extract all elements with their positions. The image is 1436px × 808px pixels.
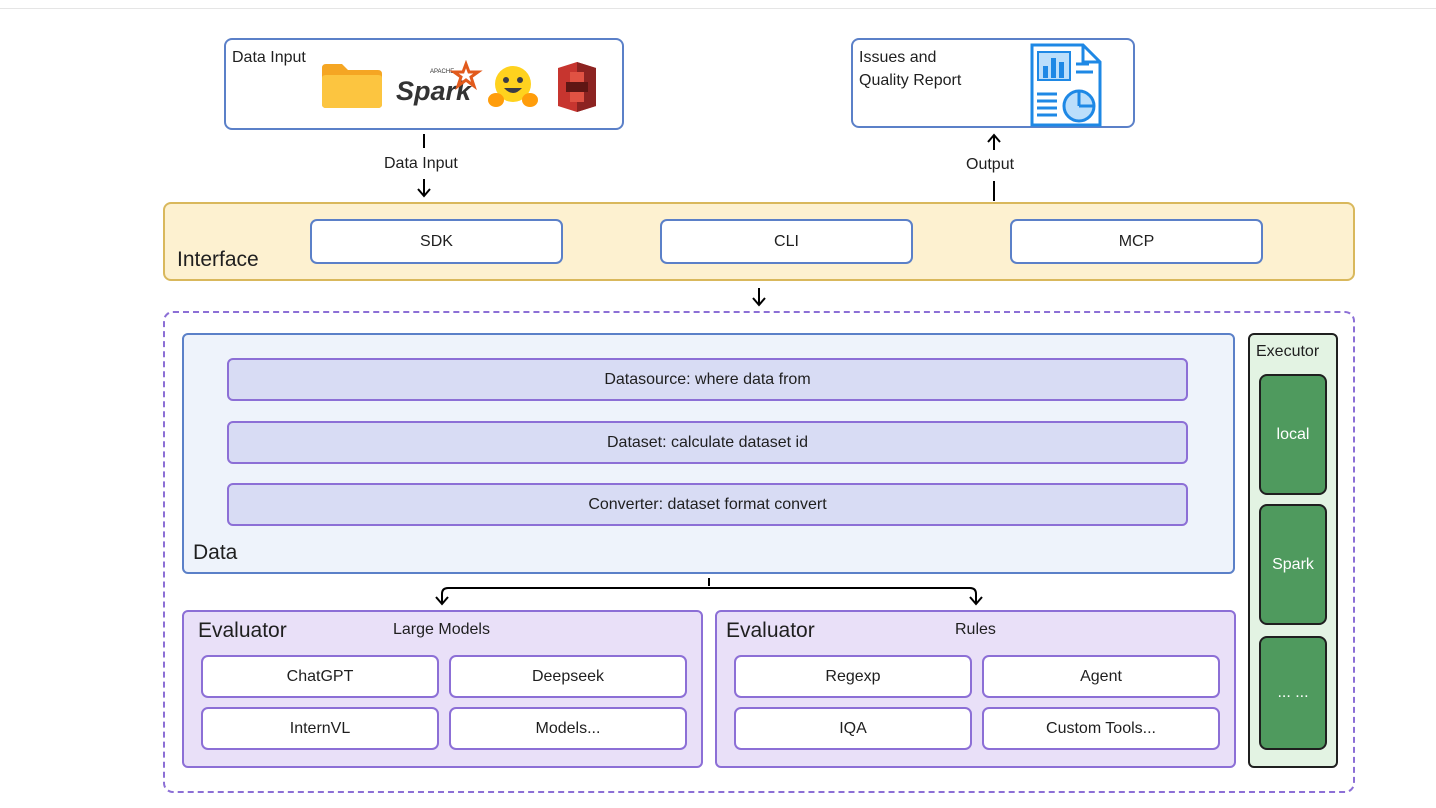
report-title-line2: Quality Report: [859, 72, 962, 89]
data-input-title: Data Input: [232, 49, 306, 66]
datasource-step: Datasource: where data from: [227, 358, 1188, 401]
folder-icon: [320, 60, 384, 110]
executor-local: local: [1259, 374, 1327, 495]
executor-label: Executor: [1256, 343, 1320, 360]
hugging-face-logo: [488, 62, 538, 112]
report-icon: [1029, 42, 1103, 128]
executor-more: ... ...: [1259, 636, 1327, 750]
iqa-item: IQA: [734, 707, 972, 750]
executor-spark: Spark: [1259, 504, 1327, 625]
output-arrow-label: Output: [966, 156, 1015, 173]
models-more-item: Models...: [449, 707, 687, 750]
evaluator-models-subtitle: Large Models: [393, 621, 490, 638]
internvl-item: InternVL: [201, 707, 439, 750]
custom-tools-item: Custom Tools...: [982, 707, 1220, 750]
mcp-button[interactable]: MCP: [1010, 219, 1263, 264]
quality-report-box: Issues and Quality Report: [851, 38, 1135, 128]
deepseek-item: Deepseek: [449, 655, 687, 698]
chatgpt-item: ChatGPT: [201, 655, 439, 698]
data-input-box: Data Input APACHE Spark: [224, 38, 624, 130]
data-label: Data: [193, 541, 238, 564]
regexp-item: Regexp: [734, 655, 972, 698]
apache-spark-logo: APACHE Spark: [394, 59, 484, 110]
evaluator-rules-label: Evaluator: [726, 619, 815, 642]
agent-item: Agent: [982, 655, 1220, 698]
dataset-step: Dataset: calculate dataset id: [227, 421, 1188, 464]
cli-button[interactable]: CLI: [660, 219, 913, 264]
converter-step: Converter: dataset format convert: [227, 483, 1188, 526]
sdk-button[interactable]: SDK: [310, 219, 563, 264]
evaluator-rules-subtitle: Rules: [955, 621, 996, 638]
evaluator-models-label: Evaluator: [198, 619, 287, 642]
core-container: [163, 311, 1355, 793]
top-divider: [0, 8, 1436, 9]
spark-logo-small-text: APACHE: [430, 69, 454, 75]
interface-label: Interface: [177, 248, 259, 271]
data-input-arrow-label: Data Input: [384, 155, 458, 172]
aws-s3-logo: [552, 58, 602, 116]
report-title-line1: Issues and: [859, 49, 937, 66]
